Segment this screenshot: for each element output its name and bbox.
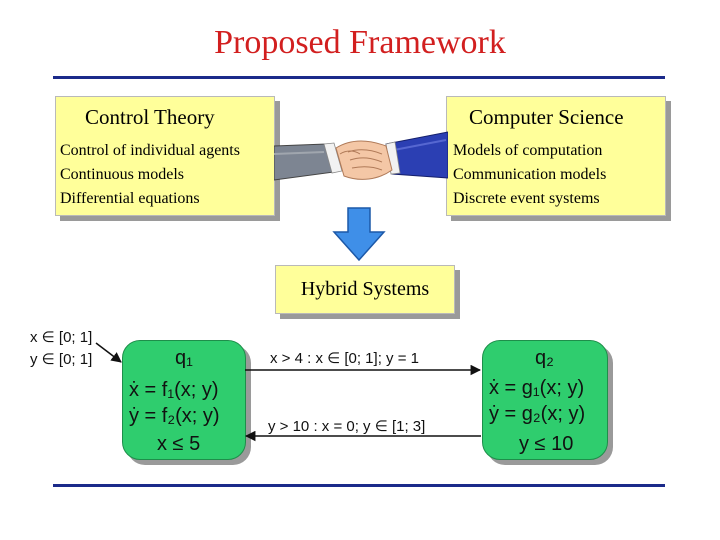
initial-arrow — [95, 342, 122, 363]
down-arrow-icon — [332, 207, 386, 262]
state-q2-invariant: y ≤ 10 — [519, 433, 574, 455]
control-theory-line-1: Control of individual agents — [60, 142, 240, 159]
control-theory-heading: Control Theory — [85, 105, 215, 129]
state-q1-name: q₁ — [175, 347, 193, 369]
state-q1-equation-y: ẏ = f₂(x; y) — [129, 405, 220, 427]
bottom-rule — [53, 484, 665, 487]
state-q1-invariant: x ≤ 5 — [157, 433, 201, 455]
control-theory-line-2: Continuous models — [60, 166, 185, 183]
control-theory-panel: Control Theory Control of individual age… — [55, 96, 275, 216]
control-theory-line-3: Differential equations — [60, 190, 200, 207]
computer-science-line-3: Discrete event systems — [453, 190, 600, 207]
slide-title: Proposed Framework — [214, 24, 506, 61]
transition-bottom-label: y > 10 : x = 0; y ∈ [1; 3] — [268, 418, 426, 435]
state-q2-equation-y: ẏ = g₂(x; y) — [489, 403, 586, 425]
state-q2-equation-x: ẋ = g₁(x; y) — [489, 377, 585, 399]
top-rule — [53, 76, 665, 79]
state-q1: q₁ ẋ = f₁(x; y) ẏ = f₂(x; y) x ≤ 5 — [122, 340, 246, 460]
initial-condition-x: x ∈ [0; 1] — [30, 329, 93, 346]
state-q2-name: q₂ — [535, 347, 554, 369]
state-q2: q₂ ẋ = g₁(x; y) ẏ = g₂(x; y) y ≤ 10 — [482, 340, 608, 460]
computer-science-heading: Computer Science — [469, 105, 624, 129]
computer-science-line-1: Models of computation — [453, 142, 603, 159]
state-q1-equation-x: ẋ = f₁(x; y) — [129, 379, 219, 401]
transition-top-label: x > 4 : x ∈ [0; 1]; y = 1 — [270, 350, 419, 367]
computer-science-panel: Computer Science Models of computation C… — [446, 96, 666, 216]
initial-condition-y: y ∈ [0; 1] — [30, 351, 93, 368]
handshake-icon — [274, 131, 448, 181]
computer-science-line-2: Communication models — [453, 166, 607, 183]
hybrid-systems-box: Hybrid Systems — [275, 265, 455, 314]
